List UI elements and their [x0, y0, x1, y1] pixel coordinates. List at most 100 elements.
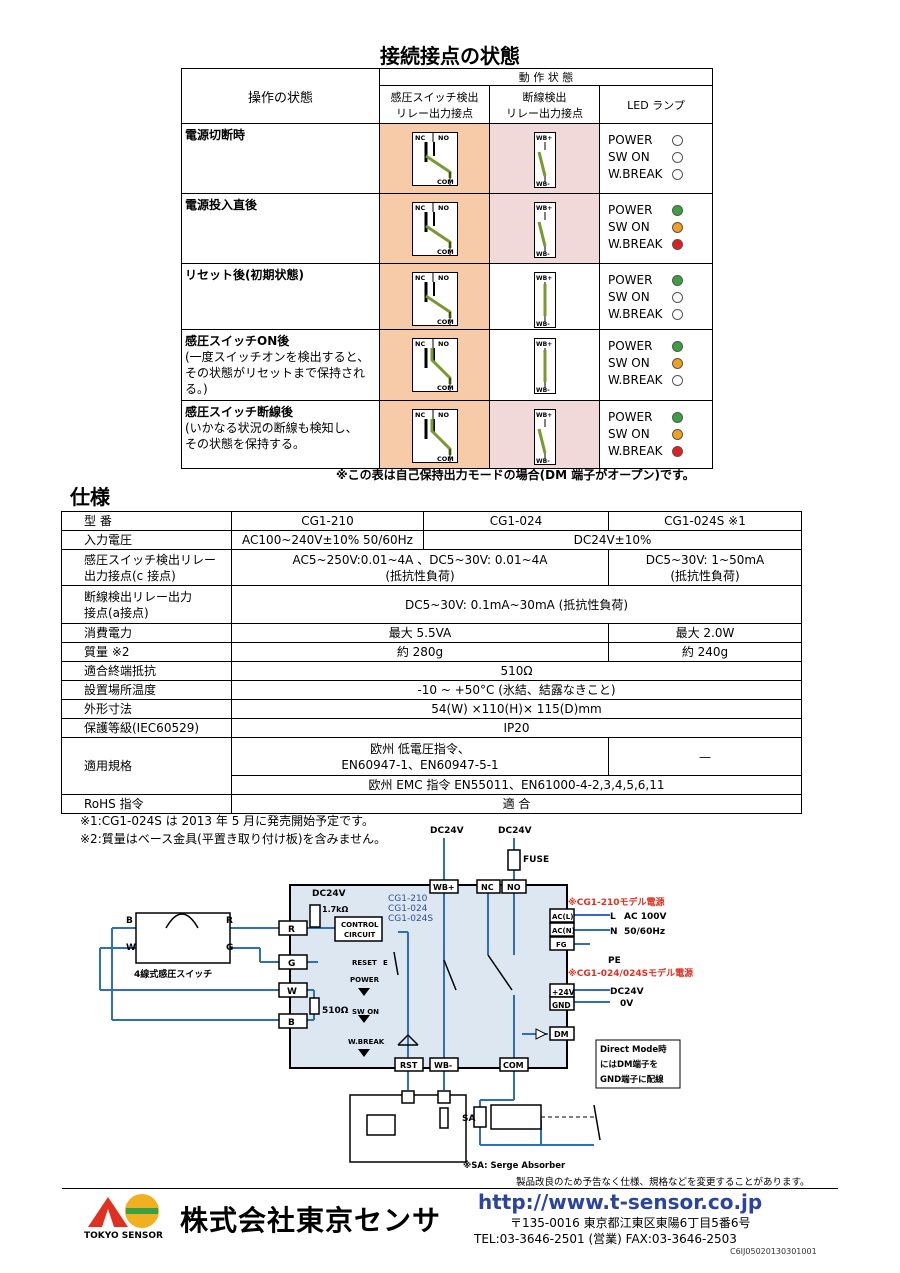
label-e: E [383, 959, 388, 967]
operation-state: 感圧スイッチON後(一度スイッチオンを検出すると、その状態がリセットまで保持され… [181, 329, 380, 401]
led-label: SW ON [608, 220, 650, 234]
led-label: POWER [608, 133, 653, 147]
label-ac100: AC 100V [624, 912, 666, 922]
sensor-body [135, 912, 231, 964]
no-label: NO [438, 134, 449, 142]
wbp-label: WB+ [536, 275, 552, 282]
contact-state-table: 操作の状態 動 作 状 態 感圧スイッチ検出リレー出力接点 断線検出リレー出力接… [181, 68, 713, 469]
wire-b: B [126, 916, 133, 926]
led-indicator-icon [672, 205, 683, 216]
divider [62, 1188, 838, 1189]
wb-contact-icon: WB+WB- [533, 132, 556, 188]
wbp-label: WB+ [536, 135, 552, 142]
label-fuse: FUSE [523, 855, 549, 865]
spec-note: ※1:CG1-024S は 2013 年 5 月に発売開始予定です。 [80, 814, 374, 828]
model-label: CG1-024 [388, 904, 428, 914]
led-indicator-icon [672, 292, 683, 303]
terminal-fg: FG [556, 941, 567, 949]
led-row: POWER [608, 272, 712, 289]
led-row: POWER [608, 202, 712, 219]
led-label: POWER [608, 273, 653, 287]
spec-value: AC5~250V:0.01~4A 、DC5~30V: 0.01~4A(抵抗性負荷… [231, 549, 609, 586]
spec-value: DC5~30V: 0.1mA~30mA (抵抗性負荷) [231, 585, 802, 624]
led-indicator-icon [672, 135, 683, 146]
wb-contact-cell: WB+ WB- [489, 263, 600, 330]
direct-note-line: Direct Mode時 [600, 1044, 667, 1055]
spec-value: 適 合 [231, 794, 802, 814]
wb-contact-cell: WB+WB- [489, 329, 600, 401]
led-label: W.BREAK [608, 307, 663, 321]
led-indicator-icon [672, 375, 683, 386]
com-label: COM [437, 178, 454, 186]
website-link[interactable]: http://www.t-sensor.co.jp [478, 1190, 763, 1214]
terminal-gnd: GND [552, 1001, 571, 1010]
label-dc24v: DC24V [498, 826, 532, 836]
wire-r: R [226, 916, 233, 926]
model-label: CG1-024S [388, 914, 433, 924]
terminal-r: R [288, 925, 295, 935]
note-210-power: ※CG1-210モデル電源 [568, 896, 665, 908]
led-row: SW ON [608, 289, 712, 306]
label-dc24v: DC24V [312, 889, 346, 899]
label-l: L [610, 912, 616, 922]
led-cell: POWER SW ON W.BREAK [599, 193, 713, 264]
led-row: W.BREAK [608, 372, 712, 389]
terminal-w: W [287, 987, 297, 997]
label-control: CONTROL [341, 921, 379, 929]
nc-label: NC [415, 340, 425, 348]
led-label: W.BREAK [608, 444, 663, 458]
label-0v: 0V [620, 999, 633, 1009]
led-row: POWER [608, 409, 712, 426]
document-code: C6IJ05020130301001 [730, 1247, 817, 1256]
wire-w: W [126, 943, 136, 953]
led-row: W.BREAK [608, 166, 712, 183]
terminal-nc: NC [481, 883, 494, 892]
led-indicator-icon [672, 446, 683, 457]
com-label: COM [437, 318, 454, 326]
wb-contact-cell: WB+WB- [489, 400, 600, 469]
led-label: SW ON [608, 356, 650, 370]
page-title: 接続接点の状態 [380, 44, 520, 68]
label-n: N [610, 927, 618, 937]
spec-label: 保護等級(IEC60529) [61, 718, 232, 738]
label-dc24v: DC24V [430, 826, 464, 836]
terminal-dm: DM [554, 1030, 569, 1039]
label-swon: SW ON [352, 1008, 379, 1016]
led-indicator-icon [672, 429, 683, 440]
label-wbreak: W.BREAK [348, 1038, 385, 1046]
label-sensor: 4線式感圧スイッチ [134, 968, 212, 980]
label-pe: PE [608, 956, 621, 966]
operation-state: 電源切断時 [181, 123, 380, 194]
terminal-b: B [288, 1018, 295, 1028]
spec-value: 欧州 低電圧指令、EN60947-1、EN60947-5-1 [231, 737, 609, 776]
led-indicator-icon [672, 341, 683, 352]
led-label: W.BREAK [608, 237, 663, 251]
terminal-rst: RST [400, 1061, 418, 1070]
led-label: SW ON [608, 290, 650, 304]
wb-contact-cell: WB+WB- [489, 123, 600, 194]
led-indicator-icon [672, 169, 683, 180]
unit-box [289, 884, 568, 1069]
led-indicator-icon [672, 275, 683, 286]
spec-notes: ※1:CG1-024S は 2013 年 5 月に発売開始予定です。 ※2:質量… [80, 812, 386, 848]
spec-value: DC5~30V: 1~50mA(抵抗性負荷) [608, 549, 802, 586]
company-name: 株式会社東京センサ [180, 1204, 442, 1237]
led-row: SW ON [608, 426, 712, 443]
led-indicator-icon [672, 309, 683, 320]
led-label: POWER [608, 203, 653, 217]
direct-mode-note [595, 1039, 681, 1089]
led-row: SW ON [608, 149, 712, 166]
operation-state: リセット後(初期状態) [181, 263, 380, 330]
label-r17k: 1.7kΩ [322, 905, 348, 914]
led-row: POWER [608, 132, 712, 149]
wbm-label: WB- [536, 321, 550, 328]
